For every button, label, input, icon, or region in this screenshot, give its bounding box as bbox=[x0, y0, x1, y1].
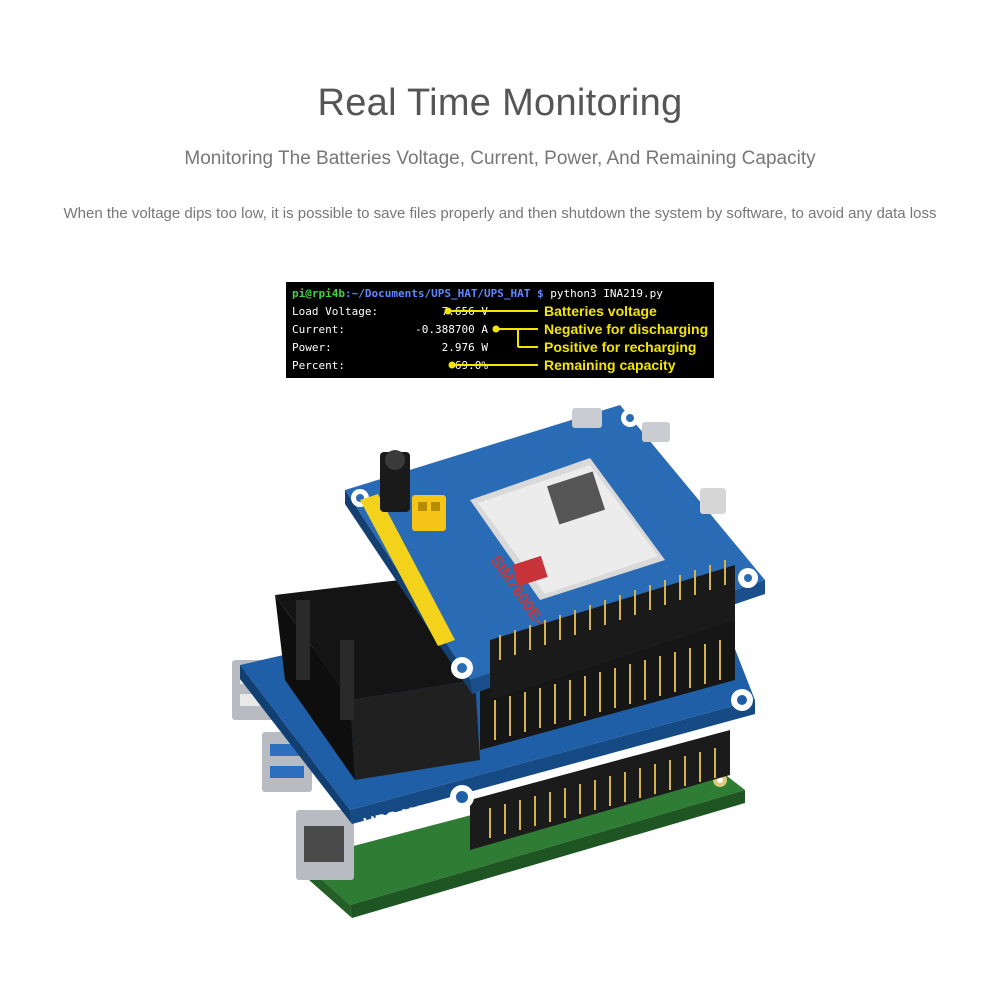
yellow-pin-strip bbox=[360, 494, 455, 646]
row-label: Power: bbox=[292, 341, 332, 354]
annotation-remaining-capacity: Remaining capacity bbox=[544, 357, 676, 373]
row-label: Load Voltage: bbox=[292, 305, 379, 318]
lower-pin-header bbox=[470, 730, 730, 850]
page-subtitle: Monitoring The Batteries Voltage, Curren… bbox=[184, 148, 816, 169]
jumper-block bbox=[412, 495, 446, 531]
row-label: Percent: bbox=[292, 359, 345, 372]
terminal-screenshot: pi@rpi4b:~/Documents/UPS_HAT/UPS_HAT $ p… bbox=[286, 282, 714, 378]
middle-pin-header bbox=[480, 620, 735, 750]
terminal-row-current: Current: -0.388700 A bbox=[292, 323, 488, 336]
annotation-batteries-voltage: Batteries voltage bbox=[544, 303, 657, 319]
prompt-command: python3 INA219.py bbox=[543, 287, 663, 300]
row-value: -0.388700 A bbox=[415, 323, 488, 336]
terminal-prompt: pi@rpi4b:~/Documents/UPS_HAT/UPS_HAT $ p… bbox=[292, 287, 663, 300]
page-description: When the voltage dips too low, it is pos… bbox=[63, 205, 937, 222]
prompt-path: :~/Documents/UPS_HAT/UPS_HAT $ bbox=[344, 287, 544, 300]
audio-jack bbox=[380, 450, 410, 512]
terminal-row-power: Power: 2.976 W bbox=[292, 341, 488, 354]
row-value: 2.976 W bbox=[441, 341, 488, 354]
top-pin-header bbox=[490, 560, 735, 700]
usb-ports-top bbox=[572, 408, 726, 514]
battery-holder bbox=[275, 580, 480, 780]
annotation-recharging: Positive for recharging bbox=[544, 339, 697, 355]
row-label: Current: bbox=[292, 323, 345, 336]
annotation-discharging: Negative for discharging bbox=[544, 321, 709, 337]
annotation-pointers bbox=[444, 307, 538, 369]
page-title: Real Time Monitoring bbox=[317, 82, 683, 124]
prompt-user: pi@rpi4b bbox=[292, 287, 345, 300]
